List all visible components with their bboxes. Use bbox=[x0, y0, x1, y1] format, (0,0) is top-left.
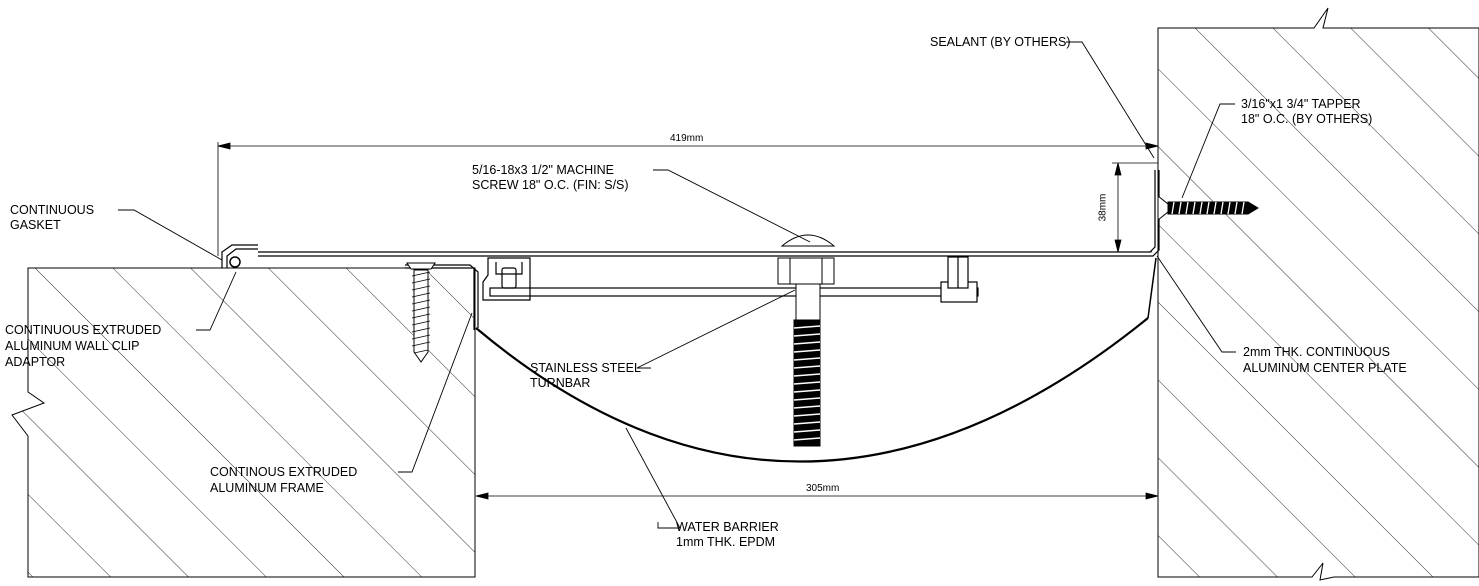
depth-dimension: 38mm bbox=[1097, 193, 1109, 222]
wall-clip-label-line1: CONTINUOUS EXTRUDED bbox=[5, 323, 162, 337]
tapper-label-line1: 3/16"x1 3/4" TAPPER bbox=[1241, 97, 1361, 111]
water-barrier-epdm bbox=[475, 317, 1149, 463]
dimension-lines bbox=[217, 142, 1159, 500]
turnbar-label-line2: TURNBAR bbox=[530, 376, 591, 390]
overall-width-dimension: 419mm bbox=[670, 133, 704, 144]
water-barrier-label-line2: 1mm THK. EPDM bbox=[676, 535, 776, 549]
gasket-label-line2: GASKET bbox=[10, 218, 61, 232]
left-concrete-slab bbox=[11, 267, 476, 578]
frame-label-line2: ALUMINUM FRAME bbox=[210, 481, 324, 495]
tapper-screw bbox=[1157, 194, 1259, 222]
machine-screw-label-line1: 5/16-18x3 1/2" MACHINE bbox=[472, 163, 614, 177]
frame-anchor-screw bbox=[406, 262, 436, 363]
center-plate-label-line1: 2mm THK. CONTINUOUS bbox=[1243, 345, 1390, 359]
wall-clip-label-line2: ALUMINUM WALL CLIP bbox=[5, 339, 140, 353]
stainless-steel-turnbar bbox=[489, 256, 979, 303]
leader-lines bbox=[118, 41, 1236, 529]
continuous-gasket bbox=[229, 256, 241, 268]
machine-screw bbox=[777, 234, 836, 447]
water-barrier-label-line1: WATER BARRIER bbox=[676, 520, 779, 534]
center-plate bbox=[258, 170, 1160, 257]
gasket-label-line1: CONTINUOUS bbox=[10, 203, 95, 217]
center-plate-label-line2: ALUMINUM CENTER PLATE bbox=[1243, 361, 1407, 375]
wall-clip-label-line3: ADAPTOR bbox=[5, 355, 66, 369]
turnbar-label-line1: STAINLESS STEEL bbox=[530, 361, 641, 375]
frame-label-line1: CONTINOUS EXTRUDED bbox=[210, 465, 358, 479]
opening-width-dimension: 305mm bbox=[806, 483, 840, 494]
right-concrete-wall bbox=[1157, 7, 1479, 581]
sealant-label: SEALANT (BY OTHERS) bbox=[930, 35, 1071, 49]
tapper-label-line2: 18" O.C. (BY OTHERS) bbox=[1241, 112, 1373, 126]
machine-screw-label-line2: SCREW 18" O.C. (FIN: S/S) bbox=[472, 178, 629, 192]
